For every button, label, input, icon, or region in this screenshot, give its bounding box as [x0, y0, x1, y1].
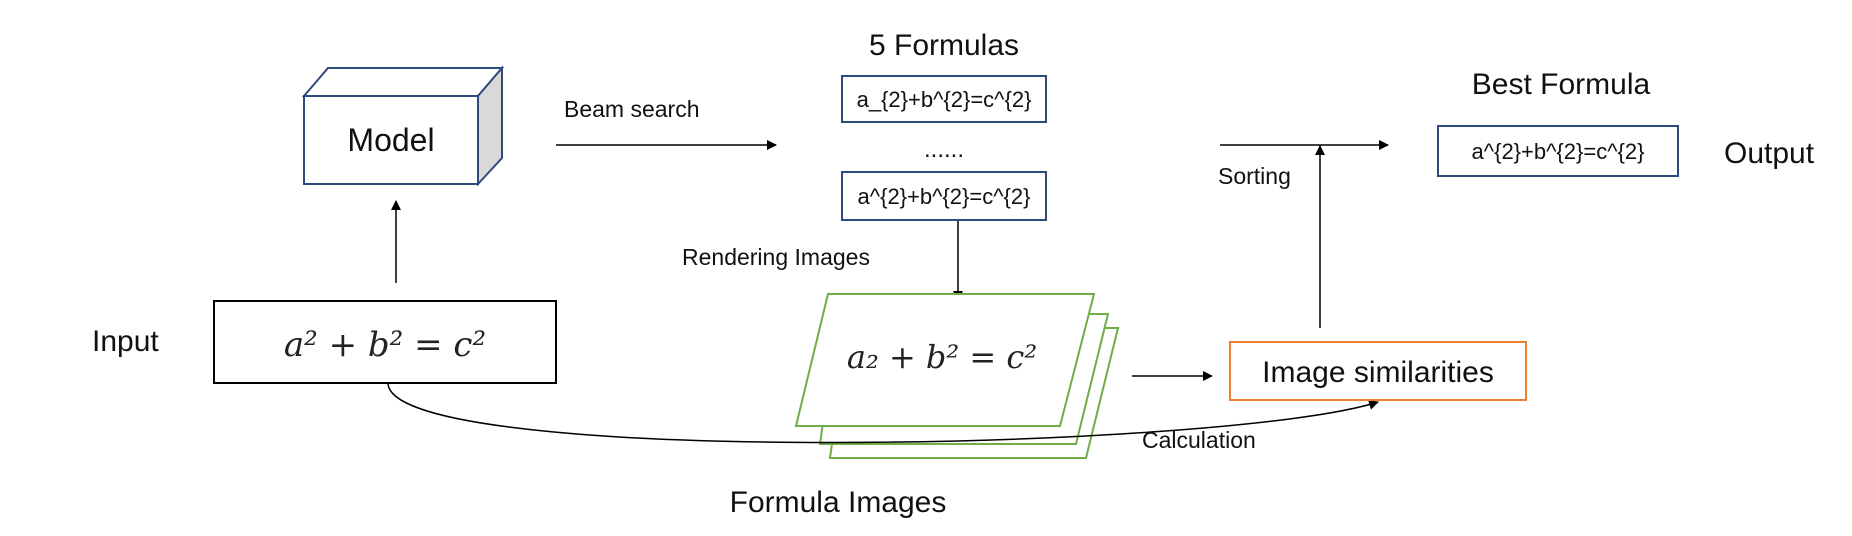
- formula-image-front: [794, 293, 1096, 427]
- best-formula: a^{2}+b^{2}=c^{2}: [1472, 139, 1645, 164]
- model-cube: Model: [301, 65, 505, 187]
- calculation-label: Calculation: [1142, 427, 1256, 453]
- formula-candidate-1: a_{2}+b^{2}=c^{2}: [857, 87, 1032, 112]
- formula-candidate-5: a^{2}+b^{2}=c^{2}: [858, 184, 1031, 209]
- input-label: Input: [92, 325, 159, 358]
- model-cube-front: [303, 95, 479, 185]
- image-similarities-box: [1229, 341, 1527, 401]
- formula-candidate-5-box: [841, 171, 1047, 221]
- beam-search-label: Beam search: [564, 96, 700, 122]
- input-to-similarity-curve: [387, 383, 1379, 444]
- formula-ellipsis: ......: [924, 136, 964, 163]
- best-formula-title: Best Formula: [1472, 68, 1651, 101]
- model-label: Model: [347, 122, 434, 158]
- model-cube-top: [301, 67, 505, 97]
- input-formula-box: [213, 300, 557, 384]
- input-formula: a² + b² = c²: [284, 325, 486, 365]
- rendering-images-label: Rendering Images: [682, 244, 870, 270]
- formula-candidate-1-box: [841, 75, 1047, 123]
- formula-images-label: Formula Images: [730, 486, 947, 519]
- sorting-label: Sorting: [1218, 163, 1291, 189]
- five-formulas-title: 5 Formulas: [869, 29, 1019, 62]
- output-label: Output: [1724, 137, 1815, 170]
- rendered-formula: a₂ + b² = c²: [847, 338, 1037, 376]
- best-formula-box: [1437, 125, 1679, 177]
- image-similarities-label: Image similarities: [1262, 356, 1494, 389]
- formula-images-stack: a₂ + b² = c²: [794, 293, 1120, 459]
